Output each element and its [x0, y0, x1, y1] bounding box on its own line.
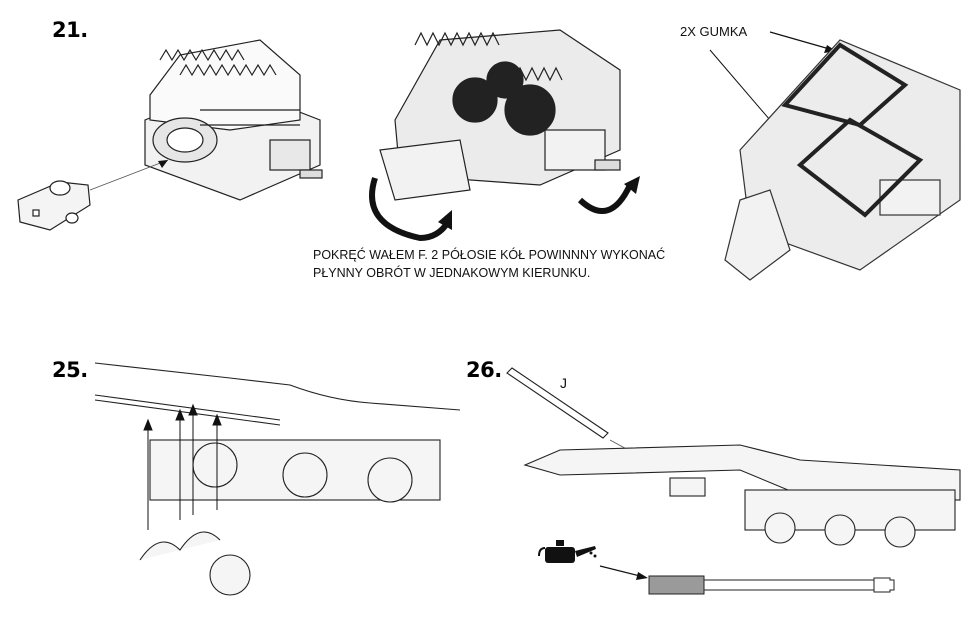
insertion-guide-line: [89, 159, 169, 191]
step-number-26: 26.: [466, 358, 502, 382]
axle-rod-icon: [648, 575, 895, 595]
dark-gears: [452, 61, 556, 136]
step-number-25: 25.: [52, 358, 88, 382]
part-label-J: J: [560, 375, 567, 391]
gearbox-assembly: [144, 39, 323, 201]
rotate-arrow-left-icon: [369, 177, 451, 242]
arrow-head: [158, 160, 168, 168]
coupler-part: [17, 180, 91, 231]
rotation-instruction-line1: POKRĘĆ WAŁEM F. 2 PÓŁOSIE KÓŁ POWINNNY W…: [313, 248, 666, 262]
rotation-instruction-line2: PŁYNNY OBRÓT W JEDNAKOWYM KIERUNKU.: [313, 266, 591, 280]
rubber-band-label: 2X GUMKA: [680, 24, 748, 39]
rotate-arrow-right-icon: [577, 183, 633, 214]
oil-can-icon: [538, 540, 597, 563]
step-number-21: 21.: [52, 18, 88, 42]
axle-J-rod: [506, 367, 609, 439]
rubber-band-icon: [781, 42, 924, 218]
